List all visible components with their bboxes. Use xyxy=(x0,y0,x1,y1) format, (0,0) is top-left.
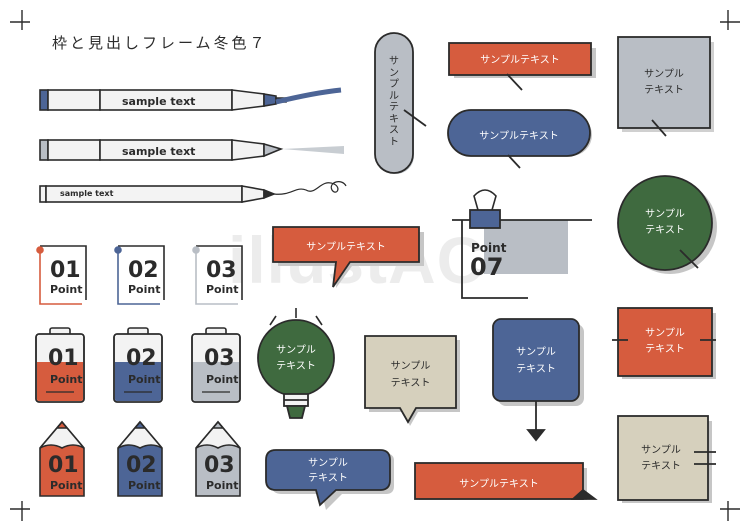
beige-square-frame xyxy=(617,415,716,503)
red-bubble-text: サンプルテキスト xyxy=(306,242,386,253)
red-label-top-text: サンプルテキスト xyxy=(480,55,560,66)
blue-pill-frame xyxy=(447,109,592,169)
pencil-word-3: Point xyxy=(206,479,239,492)
gray-square-text: サンプルテキスト xyxy=(644,69,684,96)
blue-rounded-bubble xyxy=(265,449,394,510)
point-pin-frames xyxy=(36,245,243,305)
blue-bubble-text: サンプルテキスト xyxy=(308,458,348,484)
page-title: 枠と見出しフレーム冬色７ xyxy=(52,34,268,52)
clip-tag-word: Point xyxy=(471,241,507,255)
red-speech-bubble xyxy=(272,226,424,288)
point-pencil-frames xyxy=(39,420,241,497)
lightbulb-text: サンプルテキスト xyxy=(276,345,316,372)
blue-rounded-square-frame xyxy=(492,318,584,442)
pen-label-2: sample text xyxy=(122,145,196,158)
clip-tag-number: 07 xyxy=(470,253,504,281)
point-battery-frames xyxy=(35,327,241,403)
beige-bubble-text: サンプルテキスト xyxy=(390,361,431,389)
pencil-number-2: 02 xyxy=(126,453,157,478)
battery-3 xyxy=(191,327,241,403)
point-number-2: 02 xyxy=(128,258,159,283)
battery-2 xyxy=(113,327,163,403)
battery-number-3: 03 xyxy=(204,346,235,371)
pencil-1 xyxy=(39,420,85,497)
battery-word-3: Point xyxy=(206,373,239,386)
battery-word-2: Point xyxy=(128,373,161,386)
red-bracket-frame xyxy=(612,307,716,379)
green-circle-frame xyxy=(617,175,717,274)
battery-number-2: 02 xyxy=(126,346,157,371)
pencil-word-1: Point xyxy=(50,479,83,492)
battery-number-1: 01 xyxy=(48,346,79,371)
pen-group xyxy=(39,87,347,203)
point-word-1: Point xyxy=(50,283,83,296)
point-word-2: Point xyxy=(128,283,161,296)
beige-speech-bubble xyxy=(364,335,460,426)
marker-pen-2 xyxy=(39,139,284,161)
pencil-3 xyxy=(195,420,241,497)
green-circle-text: サンプルテキスト xyxy=(645,209,685,236)
vertical-capsule-text: サンプルテキスト xyxy=(389,56,399,148)
blue-pill-text: サンプルテキスト xyxy=(479,131,559,142)
lightbulb-frame xyxy=(257,308,335,419)
red-label-bottom-text: サンプルテキスト xyxy=(459,479,539,490)
thin-pen xyxy=(39,185,277,203)
marker-pen-1 xyxy=(39,89,287,111)
point-number-1: 01 xyxy=(50,258,81,283)
pin-frame-3 xyxy=(192,245,243,305)
vertical-capsule-frame xyxy=(374,32,427,174)
battery-word-1: Point xyxy=(50,373,83,386)
pencil-number-1: 01 xyxy=(48,453,79,478)
pin-frame-2 xyxy=(114,245,165,305)
gray-square-frame xyxy=(617,36,714,137)
beige-square-text: サンプルテキスト xyxy=(641,445,681,472)
battery-1 xyxy=(35,327,85,403)
pencil-number-3: 03 xyxy=(204,453,235,478)
pen-label-3: sample text xyxy=(60,189,114,198)
point-word-3: Point xyxy=(206,283,239,296)
red-bracket-text: サンプルテキスト xyxy=(645,328,685,355)
red-label-frame-bottom xyxy=(414,462,598,500)
clip-tag-frame xyxy=(452,189,592,299)
pencil-2 xyxy=(117,420,163,497)
pin-frame-1 xyxy=(36,245,87,305)
point-number-3: 03 xyxy=(206,258,237,283)
red-label-frame-top xyxy=(448,42,596,91)
blue-square-text: サンプルテキスト xyxy=(516,347,556,375)
pencil-word-2: Point xyxy=(128,479,161,492)
pen-label-1: sample text xyxy=(122,95,196,108)
